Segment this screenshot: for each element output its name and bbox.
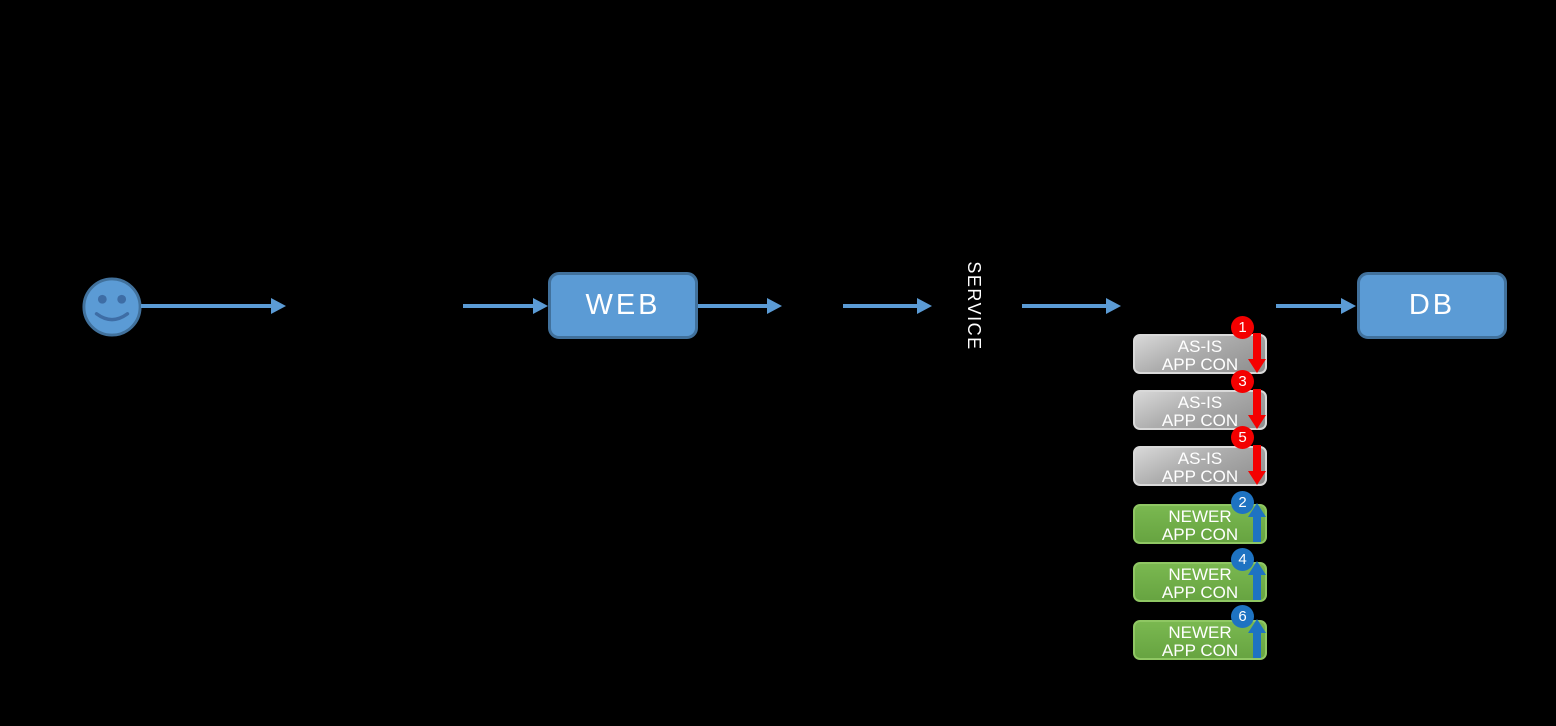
step-badge-1: 1	[1231, 316, 1254, 339]
step-badge-3: 3	[1231, 370, 1254, 393]
retire-down-arrow-2	[1248, 389, 1266, 429]
box-line1: AS-IS	[1177, 337, 1223, 356]
step-badge-5: 5	[1231, 426, 1254, 449]
as-is-app-con-box-1: AS-IS APP CON	[1133, 334, 1267, 374]
step-badge-4: 4	[1231, 548, 1254, 571]
db-node: DB	[1357, 272, 1507, 339]
box-line1: AS-IS	[1177, 393, 1223, 412]
arrow-shaft	[1276, 304, 1343, 308]
arrow-head-icon	[1248, 471, 1266, 485]
arrow-head-icon	[271, 298, 286, 314]
arrow-shaft	[463, 304, 535, 308]
user-smiley-icon	[82, 277, 142, 337]
box-line1: NEWER	[1168, 565, 1232, 584]
box-line1: AS-IS	[1177, 449, 1223, 468]
arrow-shaft	[1022, 304, 1108, 308]
box-line1: NEWER	[1168, 507, 1232, 526]
box-line2: APP CON	[1161, 467, 1239, 486]
arrow-head-icon	[1341, 298, 1356, 314]
service-label: SERVICE	[964, 261, 984, 351]
arrow-head-icon	[1248, 415, 1266, 429]
arrow-shaft	[1253, 633, 1261, 658]
arrow-shaft	[698, 304, 769, 308]
flow-arrow-from-user	[141, 298, 286, 314]
box-line1: NEWER	[1168, 623, 1232, 642]
step-badge-2: 2	[1231, 491, 1254, 514]
arrow-shaft	[843, 304, 919, 308]
arrow-head-icon	[1248, 619, 1266, 633]
arrow-shaft	[1253, 517, 1261, 542]
arrow-head-icon	[767, 298, 782, 314]
flow-arrow-to-db	[1276, 298, 1356, 314]
web-node: WEB	[548, 272, 698, 339]
flow-arrow-from-service	[1022, 298, 1121, 314]
deploy-up-arrow-3	[1248, 619, 1266, 659]
newer-app-con-box-3: NEWER APP CON	[1133, 620, 1267, 660]
arrow-shaft	[1253, 389, 1261, 415]
flow-arrow-to-web	[463, 298, 548, 314]
arrow-shaft	[1253, 445, 1261, 471]
as-is-app-con-box-2: AS-IS APP CON	[1133, 390, 1267, 430]
retire-down-arrow-3	[1248, 445, 1266, 485]
arrow-shaft	[1253, 575, 1261, 600]
box-line2: APP CON	[1161, 583, 1239, 602]
as-is-app-con-box-3: AS-IS APP CON	[1133, 446, 1267, 486]
arrow-head-icon	[917, 298, 932, 314]
flow-arrow-from-web	[698, 298, 782, 314]
box-line2: APP CON	[1161, 355, 1239, 374]
arrow-head-icon	[1106, 298, 1121, 314]
arrow-shaft	[141, 304, 273, 308]
box-line2: APP CON	[1161, 641, 1239, 660]
flow-arrow-to-service	[843, 298, 932, 314]
arrow-shaft	[1253, 333, 1261, 359]
arrow-head-icon	[1248, 359, 1266, 373]
step-badge-6: 6	[1231, 605, 1254, 628]
arrow-head-icon	[533, 298, 548, 314]
db-node-label: DB	[1408, 289, 1456, 321]
web-node-label: WEB	[585, 289, 661, 321]
box-line2: APP CON	[1161, 525, 1239, 544]
box-line2: APP CON	[1161, 411, 1239, 430]
retire-down-arrow-1	[1248, 333, 1266, 373]
